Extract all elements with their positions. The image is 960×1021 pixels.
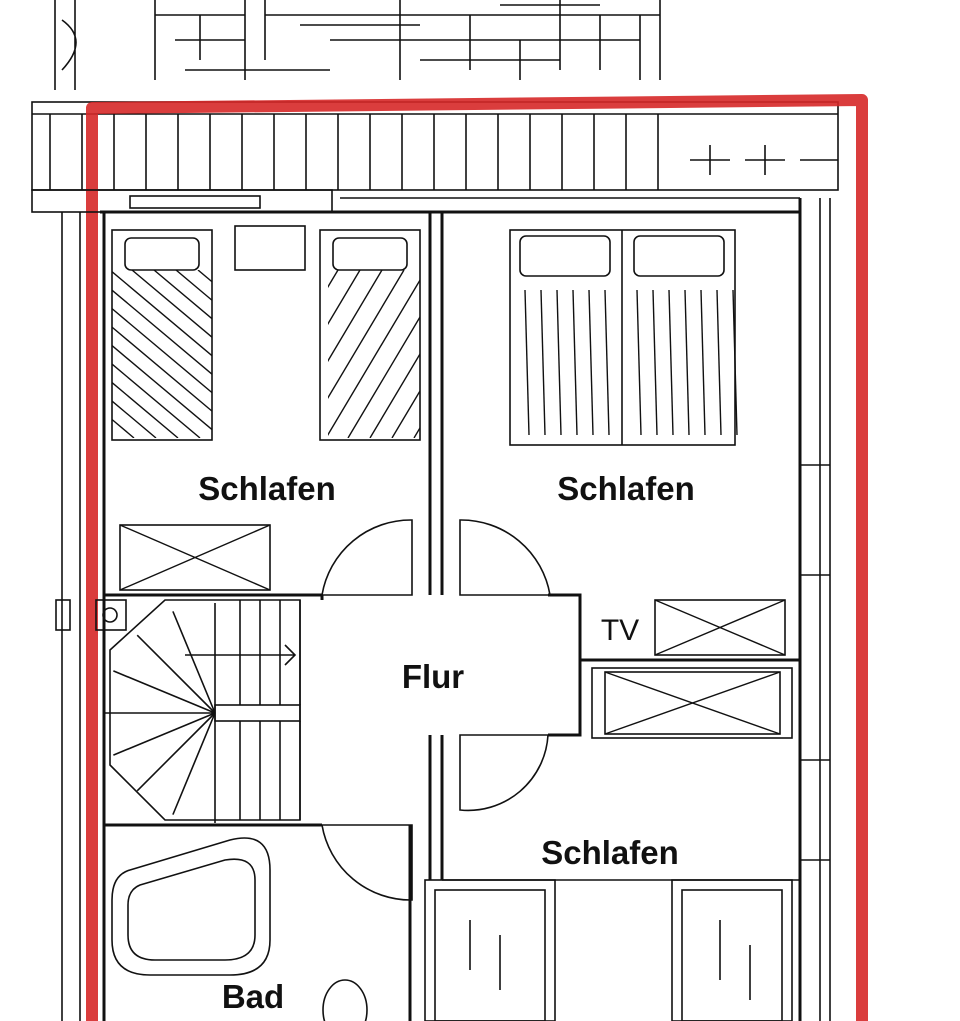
bed-hatch-line: [112, 307, 212, 394]
bed-hatch-line: [588, 289, 594, 436]
bed-hatch-line: [131, 270, 212, 339]
bed-hatch-line: [652, 289, 658, 436]
bed-hatch-line: [556, 289, 562, 436]
bed-hatch-line: [112, 418, 135, 438]
bed-hatch-line: [112, 344, 212, 431]
bed-hatch-line: [716, 289, 722, 436]
bed-hatch-line: [636, 289, 642, 436]
bed-hatch-line: [572, 289, 578, 436]
bed-hatch-line: [369, 352, 420, 438]
bed-hatch-line: [112, 289, 212, 376]
bed-hatch-line: [524, 289, 530, 436]
bed-hatch-line: [328, 278, 420, 437]
bed-hatch-line: [197, 270, 212, 283]
bed-hatch-line: [216, 270, 316, 438]
bed-hatch-line: [502, 270, 602, 438]
property-outline: [86, 94, 868, 1021]
bed-hatch-line: [328, 270, 383, 363]
doors: [321, 519, 551, 901]
label-bedroom-left: Schlafen: [198, 470, 336, 507]
bed-hatch-line: [347, 315, 420, 438]
bed-hatch-line: [540, 289, 546, 436]
bed-hatch-line: [112, 400, 157, 438]
bed-hatch-line: [328, 270, 405, 400]
bed-hatch-line: [480, 270, 580, 438]
left-exterior-walls: [31, 189, 333, 1021]
bedroom-bottom-furniture: [424, 879, 793, 1021]
bed-hatch-line: [436, 270, 536, 438]
stair-step: [172, 611, 216, 714]
bed-hatch-line: [328, 270, 339, 289]
bed-hatch-line: [112, 363, 201, 438]
walls: [100, 195, 831, 1021]
stair-step: [172, 712, 216, 815]
bedroom-right-furniture: [509, 229, 786, 735]
bed-hatch-line: [112, 326, 212, 413]
bathroom-fixtures: [111, 837, 368, 1021]
bed-hatch-line: [328, 270, 361, 326]
bed-hatch-line: [668, 289, 674, 436]
top-elevation-fragment: [54, 0, 661, 90]
label-tv: TV: [601, 614, 639, 647]
label-hallway: Flur: [402, 658, 464, 695]
bedroom-left-furniture: [111, 225, 602, 591]
label-bathroom: Bad: [222, 978, 284, 1015]
bed-hatch-line: [112, 381, 179, 438]
stair-step: [136, 712, 216, 792]
label-bedroom-right: Schlafen: [557, 470, 695, 507]
bed-hatch-line: [308, 270, 508, 438]
bed-hatch-line: [700, 289, 706, 436]
bed-hatch-line: [242, 270, 442, 438]
bed-hatch-line: [153, 270, 212, 320]
bed-hatch-line: [732, 289, 738, 436]
bed-hatch-line: [684, 289, 690, 436]
bed-hatch-line: [264, 270, 464, 438]
label-bedroom-bottom: Schlafen: [541, 834, 679, 871]
bed-hatch-line: [112, 270, 212, 357]
bed-hatch-line: [286, 270, 486, 438]
balcony-railing: [31, 101, 839, 191]
bed-hatch-line: [175, 270, 212, 302]
bed-hatch-line: [391, 389, 420, 438]
staircase: [105, 599, 301, 823]
bed-hatch-line: [604, 289, 610, 436]
stair-step: [113, 712, 216, 756]
stair-step: [113, 670, 216, 714]
stair-step: [136, 634, 216, 714]
